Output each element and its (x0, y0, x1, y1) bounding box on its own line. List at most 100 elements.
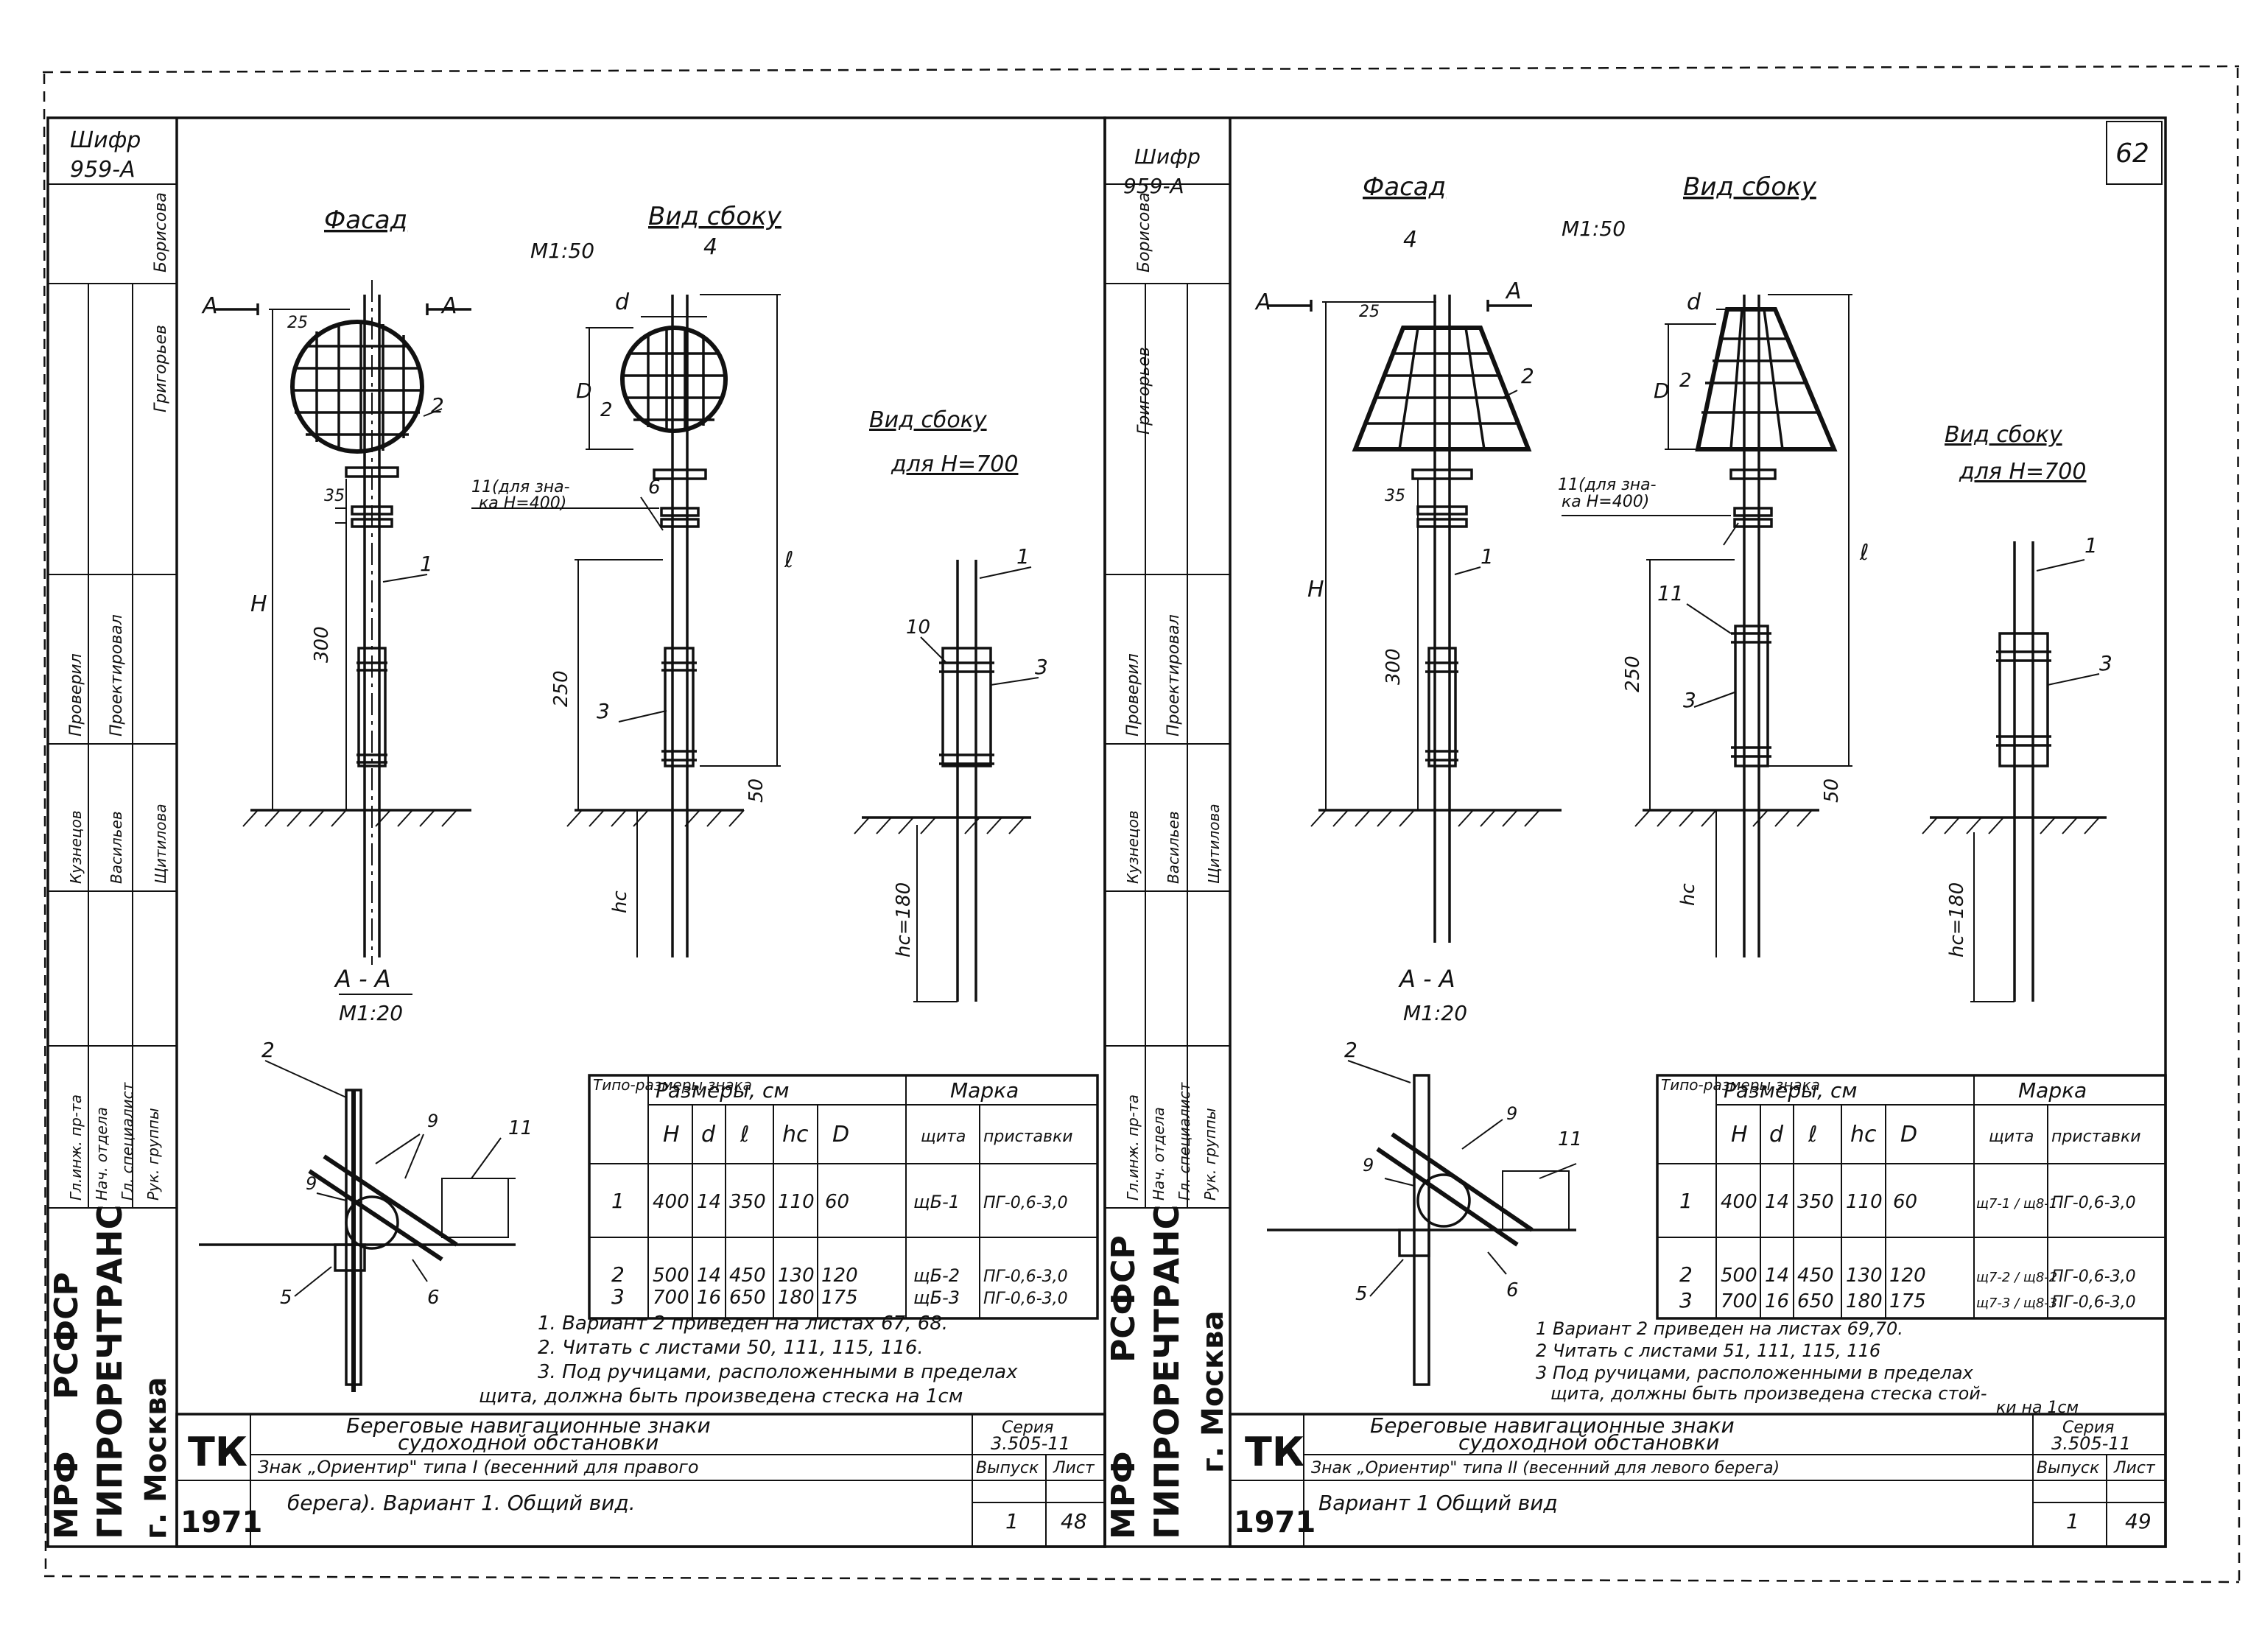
tbl-cell: 2 (611, 1262, 625, 1287)
title-year: 1971 (1234, 1505, 1316, 1539)
dim-50: 50 (745, 778, 768, 803)
tbl-cell: ПГ-0,6-3,0 (983, 1268, 1068, 1286)
title-sub-1: Знак „Ориентир" типа II (весенний для ле… (1311, 1459, 1780, 1477)
callout-11b: 11 (1558, 1128, 1582, 1150)
tbl-cell: 450 (729, 1265, 766, 1287)
callout-9: 9 (427, 1111, 438, 1131)
tbl-cell: 175 (1889, 1290, 1926, 1312)
tbl-cell: 14 (1765, 1191, 1789, 1213)
outer-border (42, 65, 2241, 1584)
tbl-cell: 700 (1721, 1290, 1757, 1312)
tbl-cell: 175 (821, 1287, 858, 1309)
tbl-cell: ПГ-0,6-3,0 (983, 1290, 1068, 1308)
tbl-cell: щ7-3 / щ8-3 (1976, 1296, 2057, 1311)
stamp-name-4: Васильев (108, 811, 125, 884)
dim-hc180: hc=180 (893, 882, 915, 957)
tbl-cell: щБ-1 (913, 1192, 960, 1212)
left-side-view (471, 294, 781, 957)
title-issue-label: Выпуск (2037, 1459, 2100, 1477)
callout-5: 5 (1355, 1283, 1368, 1305)
stamp-name-5: Щитилова (152, 804, 169, 884)
tbl-header-type: Типо-размеры знака (1661, 1076, 1820, 1094)
tbl-cell: 350 (1797, 1191, 1834, 1213)
tbl-col-shield: щита (921, 1128, 966, 1146)
stamp-role-3: Гл.инж. пр-та (67, 1094, 85, 1201)
tbl-col-h: Н (1731, 1122, 1748, 1147)
title-sheet-label: Лист (2113, 1459, 2156, 1477)
page-number: 62 (2115, 138, 2149, 169)
tbl-cell: 16 (1765, 1290, 1789, 1312)
tbl-cell: 2 (1679, 1262, 1693, 1287)
callout-1: 1 (420, 552, 433, 576)
callout-2: 2 (1521, 364, 1534, 388)
org-line-3: ГИПРОРЕЧТРАНС (1147, 1205, 1187, 1539)
tbl-cell: 180 (1846, 1290, 1883, 1312)
tbl-col-d: d (1769, 1122, 1784, 1147)
tbl-cell: ПГ-0,6-3,0 (2051, 1194, 2136, 1212)
tbl-col-D: D (1900, 1122, 1917, 1147)
tbl-cell: 14 (697, 1265, 721, 1287)
callout-5: 5 (280, 1287, 292, 1309)
note-3: 3 Под ручицами, расположенными в предела… (1536, 1363, 1974, 1383)
tbl-cell: 450 (1797, 1265, 1834, 1287)
tbl-col-hc: hc (1850, 1122, 1877, 1147)
title-tk: ТК (1245, 1429, 1304, 1475)
stamp-name-3: Кузнецов (1124, 810, 1142, 884)
dim-250: 250 (550, 670, 572, 707)
callout-6b: 6 (427, 1287, 440, 1309)
stamp-role-5: Гл. специалист (119, 1081, 136, 1201)
org-line-4: г. Москва (139, 1377, 173, 1539)
title-sheet-label: Лист (1053, 1459, 1095, 1477)
tbl-cell: щ7-2 / щ8-2 (1976, 1270, 2057, 1285)
note-5: ки на 1см (1996, 1399, 2079, 1417)
stamp-name-1: Борисова (152, 192, 170, 273)
stamp-role-1: Проверил (67, 653, 85, 737)
table-row: 2 500 14 450 130 120 щБ-2 ПГ-0,6-3,0 (611, 1262, 1068, 1287)
tbl-cell: 500 (1721, 1265, 1757, 1287)
tbl-cell: 3 (1679, 1288, 1693, 1312)
callout-2b: 2 (600, 399, 613, 421)
table-row: 1 400 14 350 110 60 щ7-1 / щ8-1 ПГ-0,6-3… (1679, 1189, 2136, 1213)
section-mark-a: А (201, 293, 218, 319)
dim-h: Н (1307, 577, 1324, 602)
right-table-grid (1656, 1074, 2167, 1320)
callout-6: 6 (1506, 1279, 1519, 1301)
stamp-name-2: Григорьев (1135, 347, 1153, 435)
dim-l: ℓ (784, 547, 793, 573)
stamp-name-4: Васильев (1165, 811, 1182, 884)
dim-D: D (1654, 379, 1670, 403)
note-4: щита, должны быть произведена стеска сто… (1550, 1383, 1987, 1404)
stamp-role-1: Проверил (1124, 653, 1142, 737)
facade-title: Фасад (1363, 172, 1446, 202)
dim-25: 25 (1359, 303, 1380, 321)
tbl-col-l: ℓ (1808, 1122, 1817, 1147)
tbl-cell: 1 (611, 1189, 625, 1213)
callout-9: 9 (1506, 1103, 1517, 1124)
callout-10: 10 (906, 616, 930, 639)
org-line-1: МРФ (48, 1451, 85, 1539)
page-number-box (2106, 121, 2163, 185)
note-3: 3. Под ручицами, расположенными в предел… (538, 1361, 1018, 1383)
code-value: 959-А (1123, 174, 1184, 198)
callout-2: 2 (431, 393, 444, 418)
stamp-name-1: Борисова (1135, 192, 1153, 273)
code-label: Шифр (1134, 144, 1201, 169)
tbl-header-sizes: Размеры, см (656, 1078, 789, 1103)
callout-3b: 3 (1035, 655, 1048, 679)
code-label: Шифр (70, 127, 141, 153)
callout-9b: 9 (306, 1173, 317, 1194)
callout-3b: 3 (2099, 651, 2112, 675)
tbl-header-type: Типо-размеры знака (593, 1076, 752, 1094)
stamp-role-6: Рук. группы (1201, 1108, 1219, 1201)
org-line-2: РСФСР (48, 1272, 85, 1399)
tbl-cell: ПГ-0,6-3,0 (2051, 1268, 2136, 1286)
right-side-view-700 (1922, 541, 2107, 1002)
section-scale: М1:20 (339, 1001, 403, 1025)
tbl-cell: 500 (653, 1265, 689, 1287)
dim-D: D (576, 379, 592, 403)
title-issue: 1 (1005, 1509, 1019, 1533)
stamp-role-6: Рук. группы (144, 1108, 162, 1201)
tbl-cell: 14 (697, 1191, 721, 1213)
org-line-4: г. Москва (1196, 1311, 1230, 1473)
stamp-role-4: Нач. отдела (1150, 1107, 1167, 1201)
